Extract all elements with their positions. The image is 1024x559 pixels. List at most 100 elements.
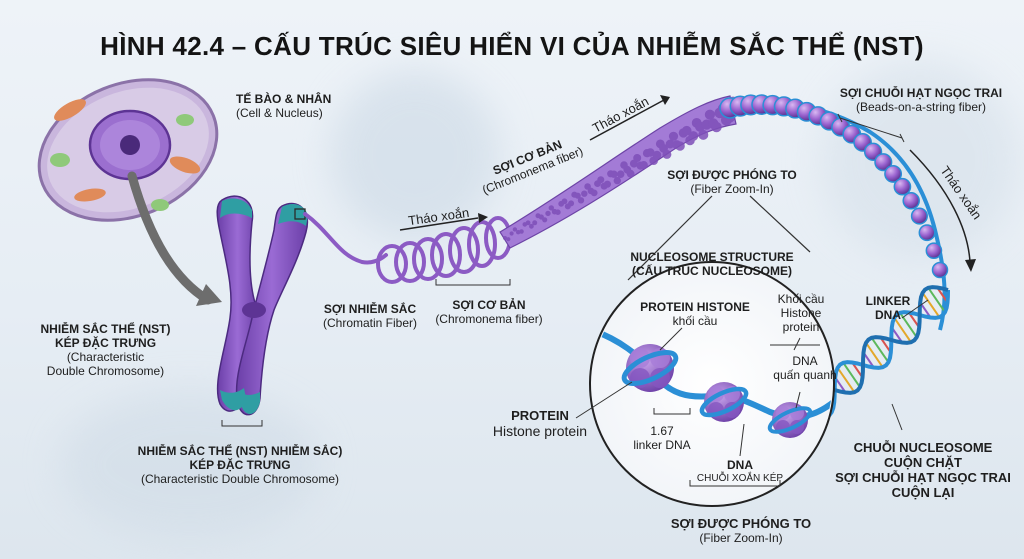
- bracket-coil: [436, 279, 510, 285]
- fiber-bead: [568, 200, 574, 206]
- nucleosome-bead: [912, 208, 928, 224]
- helix-base-pair: [872, 338, 889, 362]
- label-chromatin-fiber: SỢI NHIỄM SẮC (Chromatin Fiber): [310, 302, 430, 330]
- label-beads-fiber: SỢI CHUỖI HẠT NGỌC TRAI (Beads-on-a-stri…: [826, 86, 1016, 114]
- nucleosome-bead: [919, 225, 934, 240]
- label-chrom-double-sub-2: Double Chromosome): [18, 364, 193, 378]
- label-chrom-bottom-title-1: NHIỄM SẮC THỂ (NST) NHIỄM SẮC): [90, 444, 390, 458]
- label-protein-title: PROTEIN: [470, 408, 610, 423]
- fiber-bead: [627, 170, 635, 178]
- label-histone-ball-3: protein: [768, 320, 834, 334]
- label-dna: DNA CHUỖI XOẮN KÉP: [680, 458, 800, 486]
- label-linker-dna-2: DNA: [858, 308, 918, 322]
- label-chromonema-lower-sub: (Chromonema fiber): [424, 312, 554, 326]
- label-chromatin-sub: (Chromatin Fiber): [310, 316, 430, 330]
- label-coiled-2: CUỘN CHẶT: [830, 455, 1016, 470]
- fiber-bead: [711, 122, 721, 132]
- label-dna-wrap-1: DNA: [770, 354, 840, 368]
- fiber-bead: [555, 209, 561, 215]
- fiber-bead: [705, 110, 715, 120]
- chromatin-fiber: [305, 214, 386, 263]
- label-coiled-4: CUỘN LẠI: [830, 485, 1016, 500]
- label-linker-num: 1.67: [622, 424, 702, 438]
- fiber-bead: [532, 220, 537, 225]
- fiber-bead: [597, 176, 604, 183]
- fiber-bead: [653, 151, 662, 160]
- fiber-bead: [578, 197, 584, 203]
- fiber-bead: [562, 198, 568, 204]
- label-chrom-bottom-title-2: KÉP ĐẶC TRƯNG: [90, 458, 390, 472]
- fiber-bead: [688, 131, 698, 141]
- label-beads-sub: (Beads-on-a-string fiber): [826, 100, 1016, 114]
- label-coiled-nucleosome: CHUỖI NUCLEOSOME CUỘN CHẶT SỢI CHUỖI HẠT…: [830, 440, 1016, 500]
- label-chromosome-bottom: NHIỄM SẮC THỂ (NST) NHIỄM SẮC) KÉP ĐẶC T…: [90, 444, 390, 486]
- nucleosome-bead: [933, 263, 948, 278]
- label-histone-sub: khối cầu: [640, 314, 750, 328]
- label-dna-wrap-2: quấn quanh: [770, 368, 840, 382]
- fiber-bead: [545, 211, 550, 216]
- fiber-bead: [669, 132, 678, 141]
- label-histone-title: PROTEIN HISTONE: [640, 300, 750, 314]
- label-nucleosome-structure: NUCLEOSOME STRUCTURE (CẤU TRÚC NUCLEOSOM…: [626, 250, 798, 278]
- label-coiled-1: CHUỖI NUCLEOSOME: [830, 440, 1016, 455]
- label-zoom-bottom-sub: (Fiber Zoom-In): [656, 531, 826, 545]
- label-histone-ball-1: Khối cầu: [768, 292, 834, 306]
- label-zoom-bottom: SỢI ĐƯỢC PHÓNG TO (Fiber Zoom-In): [656, 516, 826, 545]
- label-nucleosome-title-1: NUCLEOSOME STRUCTURE: [626, 250, 798, 264]
- fiber-bead: [662, 150, 671, 159]
- label-zoom-top: SỢI ĐƯỢC PHÓNG TO (Fiber Zoom-In): [662, 168, 802, 196]
- label-zoom-top-title: SỢI ĐƯỢC PHÓNG TO: [662, 168, 802, 182]
- label-chromatin-title: SỢI NHIỄM SẮC: [310, 302, 430, 316]
- label-dna-wrap: DNA quấn quanh: [770, 354, 840, 382]
- fiber-bead: [604, 181, 611, 188]
- helix-base-pair: [923, 293, 940, 317]
- label-dna-title: DNA: [680, 458, 800, 472]
- label-protein-sub: Histone protein: [470, 423, 610, 440]
- label-linker-text: linker DNA: [622, 438, 702, 452]
- helix-base-pair: [843, 363, 860, 387]
- chromosome-x: [217, 196, 308, 415]
- label-cell-sub: (Cell & Nucleus): [236, 106, 331, 120]
- fiber-bead: [675, 141, 684, 150]
- bracket-chromosome: [222, 420, 262, 426]
- nucleosome-bead: [894, 179, 910, 195]
- label-chromonema-lower-title: SỢI CƠ BẢN: [424, 298, 554, 312]
- label-linker-dna: LINKER DNA: [858, 294, 918, 322]
- label-linker-size: 1.67 linker DNA: [622, 424, 702, 452]
- nucleosome-bead: [903, 193, 919, 209]
- label-chrom-double-title-1: NHIỄM SẮC THỂ (NST): [18, 322, 193, 336]
- label-beads-title: SỢI CHUỖI HẠT NGỌC TRAI: [826, 86, 1016, 100]
- label-zoom-bottom-title: SỢI ĐƯỢC PHÓNG TO: [656, 516, 826, 531]
- label-chromonema-lower: SỢI CƠ BẢN (Chromonema fiber): [424, 298, 554, 326]
- label-linker-dna-1: LINKER: [858, 294, 918, 308]
- fiber-bead: [614, 177, 621, 184]
- fiber-bead: [519, 229, 524, 234]
- cell-illustration: [18, 54, 238, 245]
- label-histone-ball: Khối cầu Histone protein: [768, 292, 834, 334]
- fiber-bead: [698, 130, 708, 140]
- label-coiled-3: SỢI CHUỖI HẠT NGỌC TRAI: [830, 470, 1016, 485]
- fiber-bead: [617, 170, 625, 178]
- label-dna-sub: CHUỖI XOẮN KÉP: [680, 472, 800, 486]
- zoom-cone-right: [750, 196, 810, 252]
- label-nucleosome-title-2: (CẤU TRÚC NUCLEOSOME): [626, 264, 798, 278]
- fiber-bead: [542, 217, 547, 222]
- label-chrom-double-title-2: KÉP ĐẶC TRƯNG: [18, 336, 193, 350]
- helix-base-pair: [866, 343, 883, 367]
- fiber-bead: [610, 171, 617, 178]
- label-zoom-top-sub: (Fiber Zoom-In): [662, 182, 802, 196]
- fiber-bead: [506, 237, 510, 241]
- fiber-bead: [581, 191, 587, 197]
- fiber-bead: [510, 231, 514, 235]
- label-cell: TẾ BÀO & NHÂN (Cell & Nucleus): [236, 92, 331, 120]
- label-protein-histone: PROTEIN HISTONE khối cầu: [640, 300, 750, 328]
- label-chrom-bottom-sub: (Characteristic Double Chromosome): [90, 472, 390, 486]
- coil-fiber: [378, 218, 510, 282]
- label-chrom-double-sub-1: (Characteristic: [18, 350, 193, 364]
- fiber-bead: [640, 161, 648, 169]
- nucleosome-bead: [926, 243, 941, 258]
- label-chromosome-double: NHIỄM SẮC THỂ (NST) KÉP ĐẶC TRƯNG (Chara…: [18, 322, 193, 378]
- fiber-bead: [526, 220, 531, 225]
- label-cell-title: TẾ BÀO & NHÂN: [236, 92, 331, 106]
- fiber-bead: [633, 154, 641, 162]
